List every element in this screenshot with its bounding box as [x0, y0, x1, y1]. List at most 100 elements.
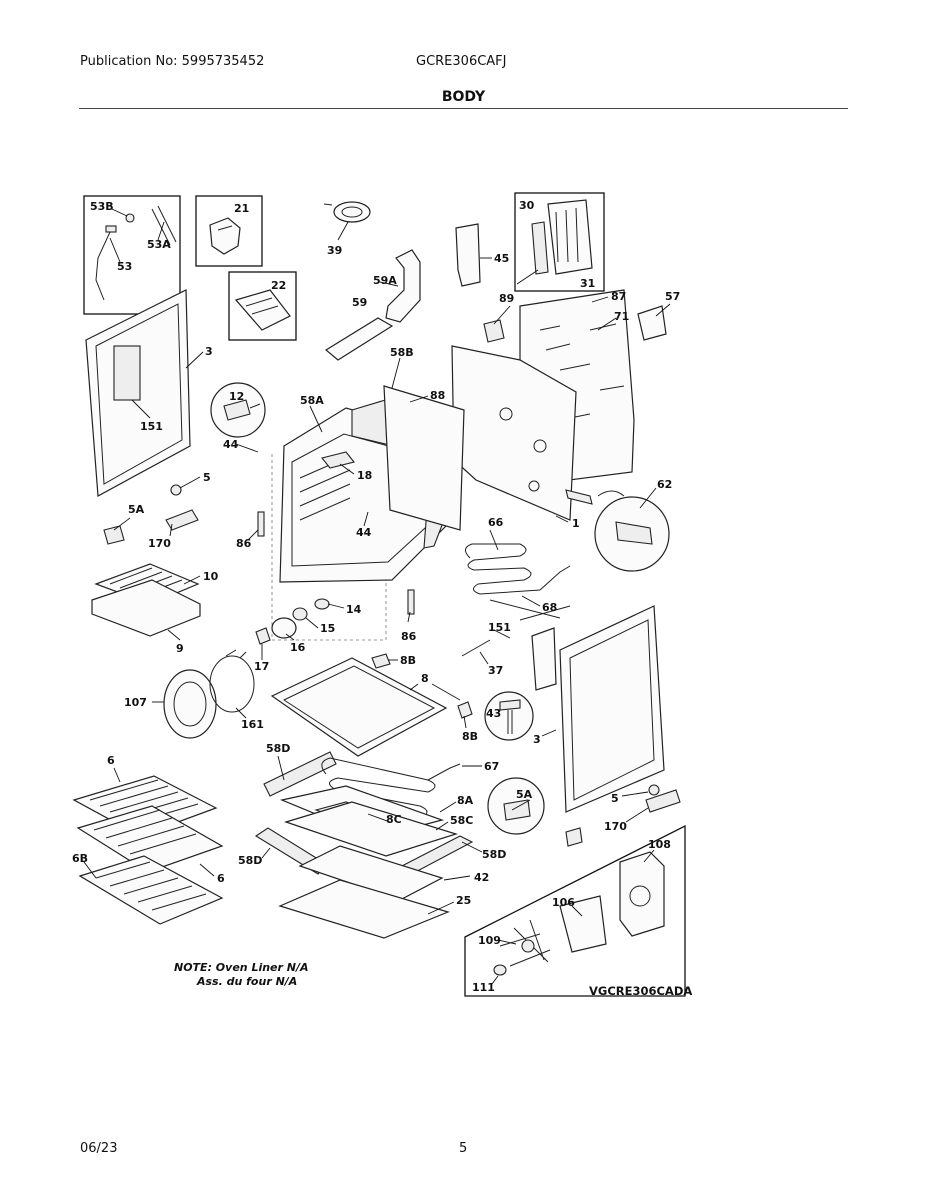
inset-box-fan — [464, 824, 686, 997]
rail-86-part — [257, 511, 265, 537]
label-9: 9 — [176, 642, 184, 655]
label-44a: 44 — [223, 438, 239, 451]
label-5b: 5 — [611, 792, 619, 805]
leader-lines — [83, 208, 671, 985]
wire-harness-part — [95, 205, 177, 301]
header-divider — [79, 108, 848, 109]
label-58c: 58C — [450, 814, 473, 827]
convection-cover-part — [163, 649, 255, 739]
label-58d3: 58D — [482, 848, 506, 861]
label-86b: 86 — [401, 630, 417, 643]
leveler-5b-part — [648, 784, 660, 796]
label-43: 43 — [486, 707, 501, 720]
label-66: 66 — [488, 516, 504, 529]
bake-element-part — [465, 543, 571, 621]
label-3b: 3 — [533, 733, 541, 746]
label-37: 37 — [488, 664, 503, 677]
label-12: 12 — [229, 390, 244, 403]
label-14: 14 — [346, 603, 362, 616]
label-30: 30 — [519, 199, 535, 212]
wire-part — [431, 683, 461, 701]
label-6c: 6 — [217, 872, 225, 885]
note-line-2: Ass. du four N/A — [196, 975, 297, 988]
label-151b: 151 — [488, 621, 511, 634]
label-62: 62 — [657, 478, 672, 491]
inset-box-22 — [228, 271, 297, 341]
bracket-170-part — [165, 509, 199, 531]
label-106: 106 — [552, 896, 575, 909]
label-53a: 53A — [147, 238, 171, 251]
rear-panel-part — [451, 345, 577, 521]
label-151a: 151 — [140, 420, 163, 433]
switch-part — [209, 217, 241, 255]
inset-box-53 — [83, 195, 181, 315]
duct-part — [385, 249, 421, 323]
label-18: 18 — [357, 469, 372, 482]
label-22: 22 — [271, 279, 286, 292]
label-58a: 58A — [300, 394, 324, 407]
label-10: 10 — [203, 570, 219, 583]
vent-trim-part — [324, 317, 394, 361]
label-31: 31 — [580, 277, 595, 290]
label-15: 15 — [320, 622, 335, 635]
label-67: 67 — [484, 760, 499, 773]
lens-16-part — [271, 617, 297, 639]
inset-box-21 — [195, 195, 263, 267]
insulation-part — [531, 199, 593, 275]
inset-box-30 — [514, 192, 605, 292]
right-side-panel-part — [559, 605, 665, 813]
label-25: 25 — [456, 894, 471, 907]
label-53: 53 — [117, 260, 132, 273]
note-line-1: NOTE: Oven Liner N/A — [174, 961, 309, 974]
bulb-15-part — [292, 607, 308, 621]
label-58d2: 58D — [238, 854, 262, 867]
leg-5a-part — [103, 525, 125, 545]
label-108: 108 — [648, 838, 671, 851]
latch-18-part — [321, 451, 355, 469]
oven-cavity-part — [271, 385, 465, 641]
label-5a-right: 5A — [516, 788, 533, 801]
clip-17-part — [255, 627, 271, 645]
label-59: 59 — [352, 296, 367, 309]
label-111: 111 — [472, 981, 495, 994]
label-89: 89 — [499, 292, 514, 305]
leveler-5-part — [170, 484, 182, 496]
oven-rack-part — [72, 775, 224, 925]
label-8b1: 8B — [400, 654, 416, 667]
footer-date: 06/23 — [80, 1141, 118, 1156]
label-39: 39 — [327, 244, 342, 257]
label-87: 87 — [611, 290, 626, 303]
bracket-45-part — [455, 223, 481, 287]
figure-code: VGCRE306CADA — [589, 984, 692, 998]
label-107: 107 — [124, 696, 147, 709]
label-71: 71 — [614, 310, 629, 323]
bracket-89-part — [483, 319, 505, 343]
rail-86b-part — [407, 589, 415, 615]
bracket-151-part — [531, 627, 557, 691]
screw-43-detail — [484, 691, 534, 741]
left-side-panel-part — [85, 289, 191, 497]
label-59a: 59A — [373, 274, 397, 287]
label-8c: 8C — [386, 813, 402, 826]
label-161: 161 — [241, 718, 264, 731]
label-57: 57 — [665, 290, 680, 303]
label-5a: 5 — [203, 471, 211, 484]
label-21: 21 — [234, 202, 249, 215]
coil-part — [323, 201, 371, 223]
section-title: BODY — [441, 89, 486, 105]
broiler-pan-part — [91, 563, 201, 637]
label-5a-left: 5A — [128, 503, 145, 516]
label-44b: 44 — [356, 526, 372, 539]
label-170b: 170 — [604, 820, 627, 833]
lamp-14-part — [314, 598, 330, 610]
terminal-block-detail — [565, 489, 670, 572]
bottom-assembly-part — [254, 751, 474, 939]
label-45: 45 — [494, 252, 509, 265]
footer-page-number: 5 — [459, 1141, 468, 1156]
clip-8b2-part — [457, 701, 473, 719]
label-88: 88 — [430, 389, 445, 402]
label-1: 1 — [572, 517, 580, 530]
lamp-socket-detail — [210, 382, 266, 438]
bracket-170b-part — [645, 789, 681, 813]
